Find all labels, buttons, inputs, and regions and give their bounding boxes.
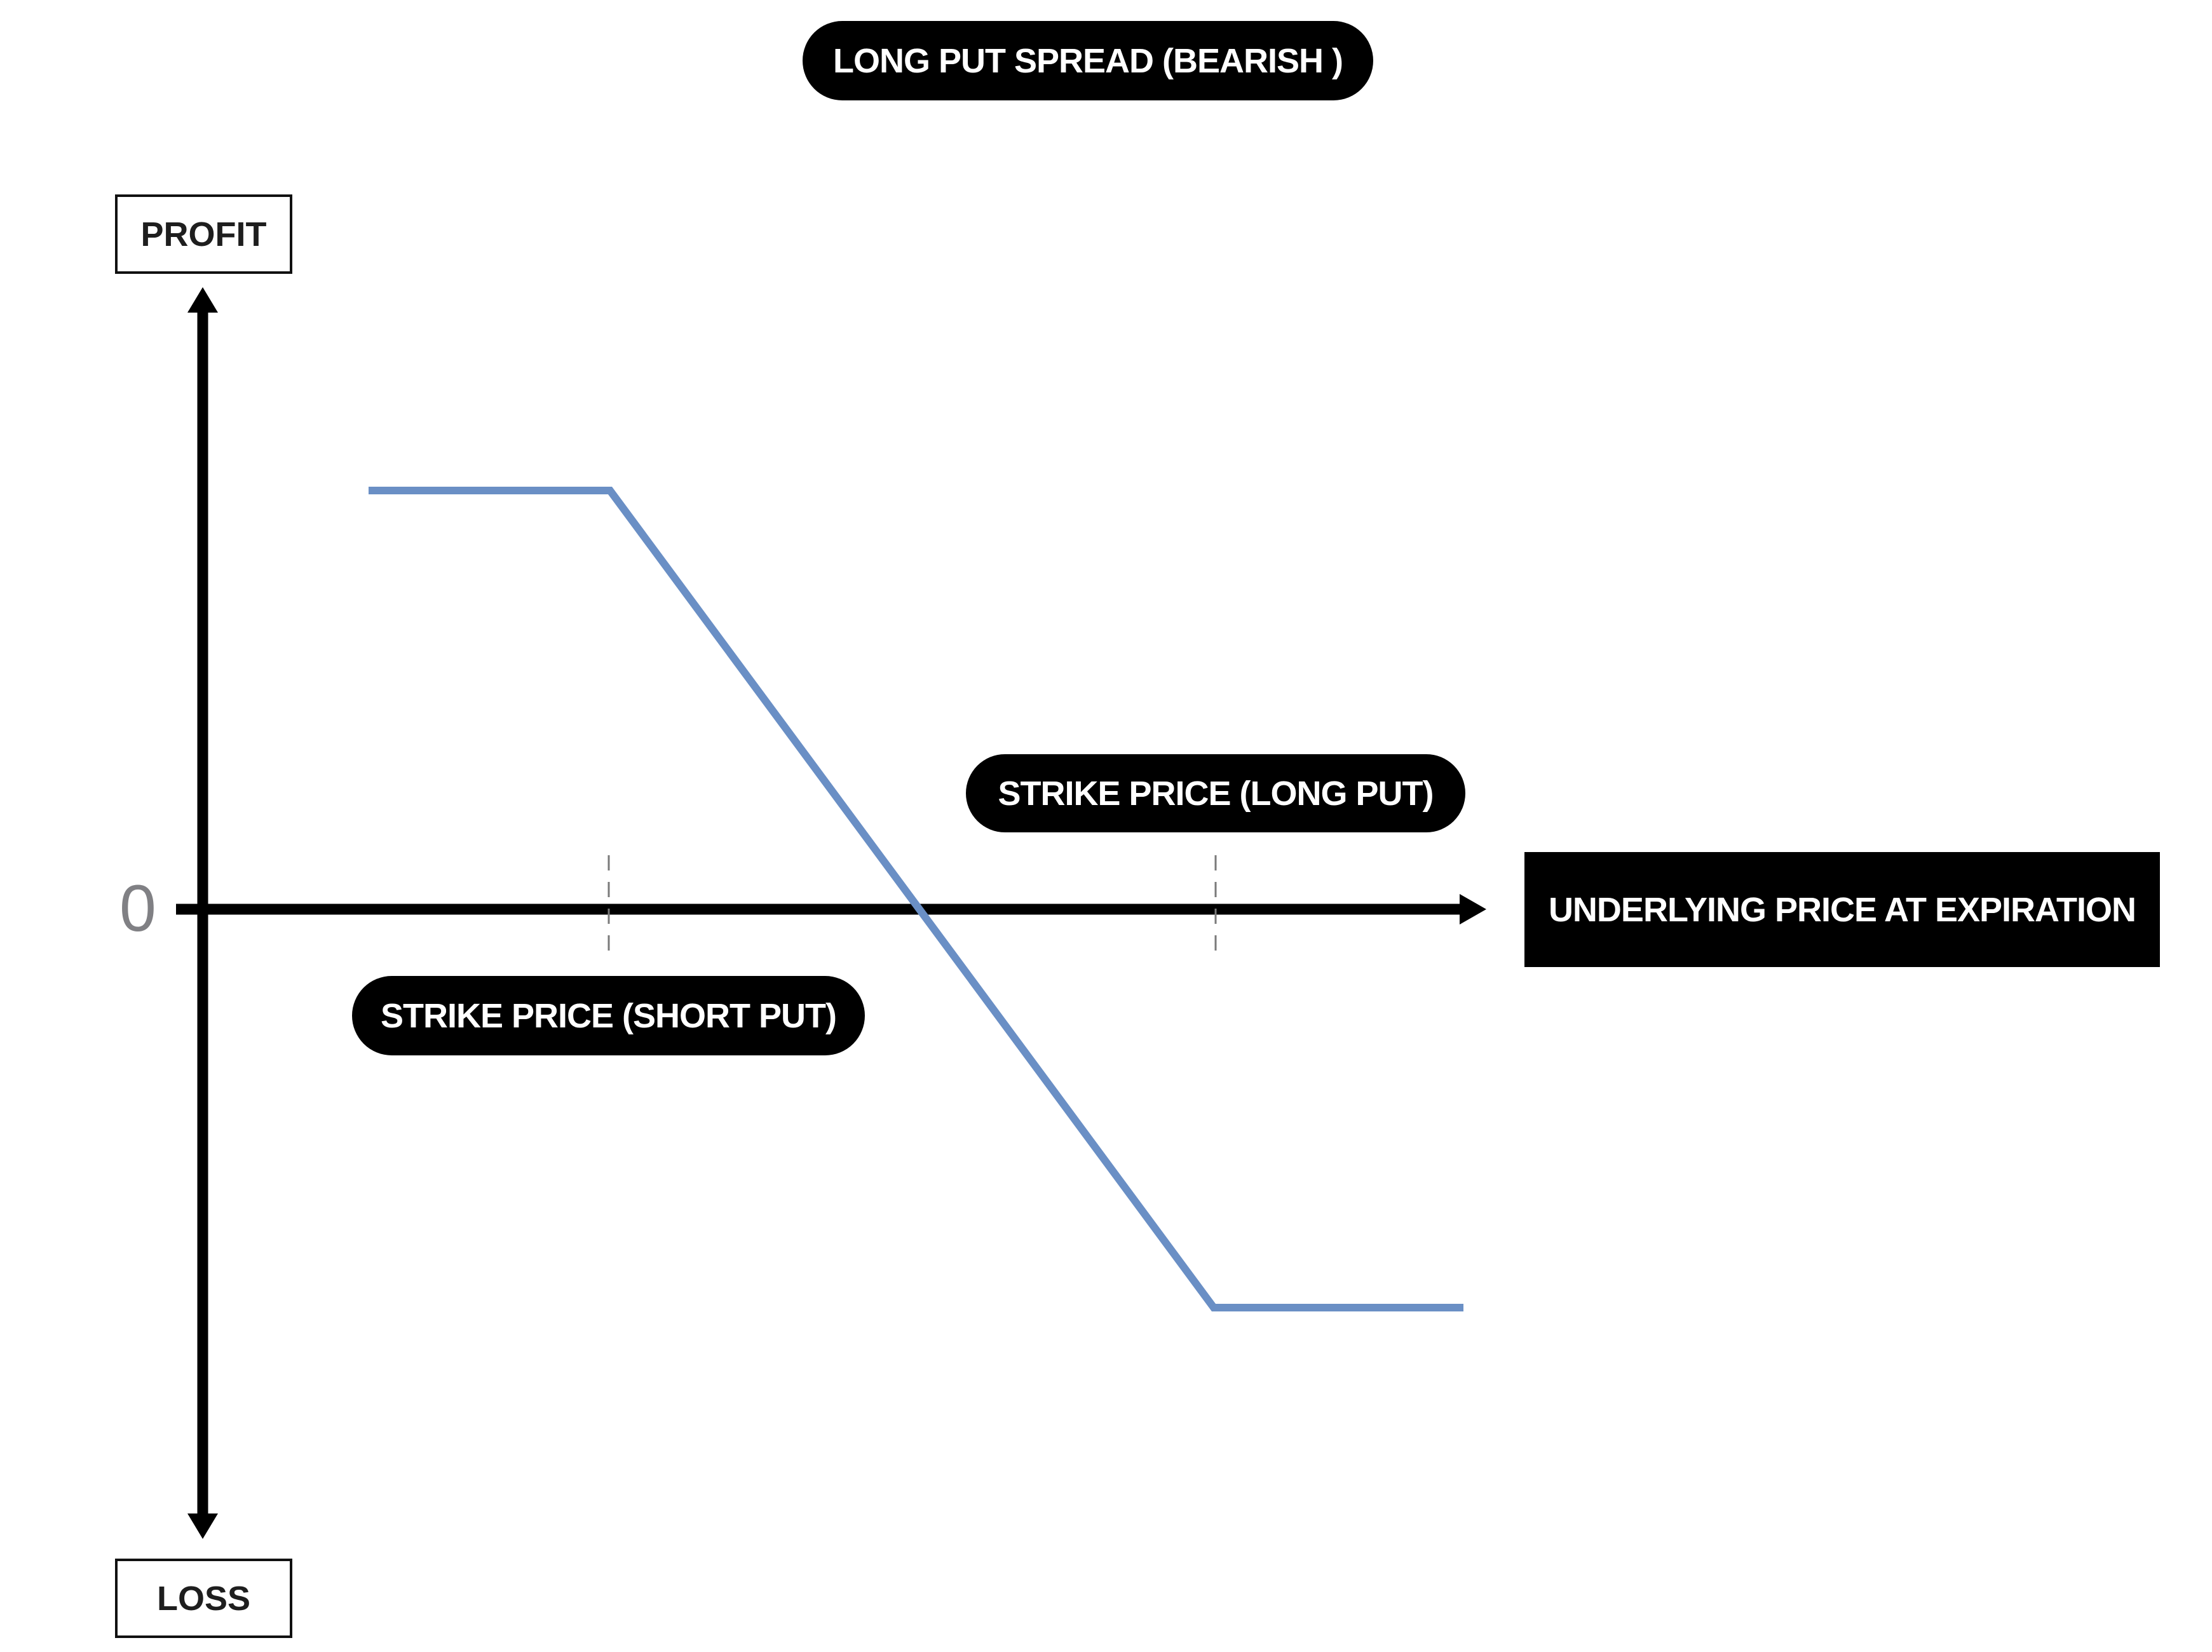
arrow-down-icon bbox=[187, 1513, 218, 1539]
payoff-line bbox=[369, 487, 1463, 1311]
short-put-strike-label: STRIKE PRICE (SHORT PUT) bbox=[352, 976, 865, 1055]
profit-label: PROFIT bbox=[115, 194, 292, 274]
chart-title: LONG PUT SPREAD (BEARISH ) bbox=[803, 21, 1373, 100]
arrow-right-icon bbox=[1460, 894, 1486, 924]
arrow-up-icon bbox=[187, 287, 218, 313]
loss-label: LOSS bbox=[115, 1559, 292, 1638]
x-axis bbox=[176, 894, 1486, 924]
long-put-strike-label: STRIKE PRICE (LONG PUT) bbox=[966, 754, 1465, 832]
x-axis-label: UNDERLYING PRICE AT EXPIRATION bbox=[1524, 852, 2160, 967]
origin-zero-label: 0 bbox=[119, 872, 156, 945]
